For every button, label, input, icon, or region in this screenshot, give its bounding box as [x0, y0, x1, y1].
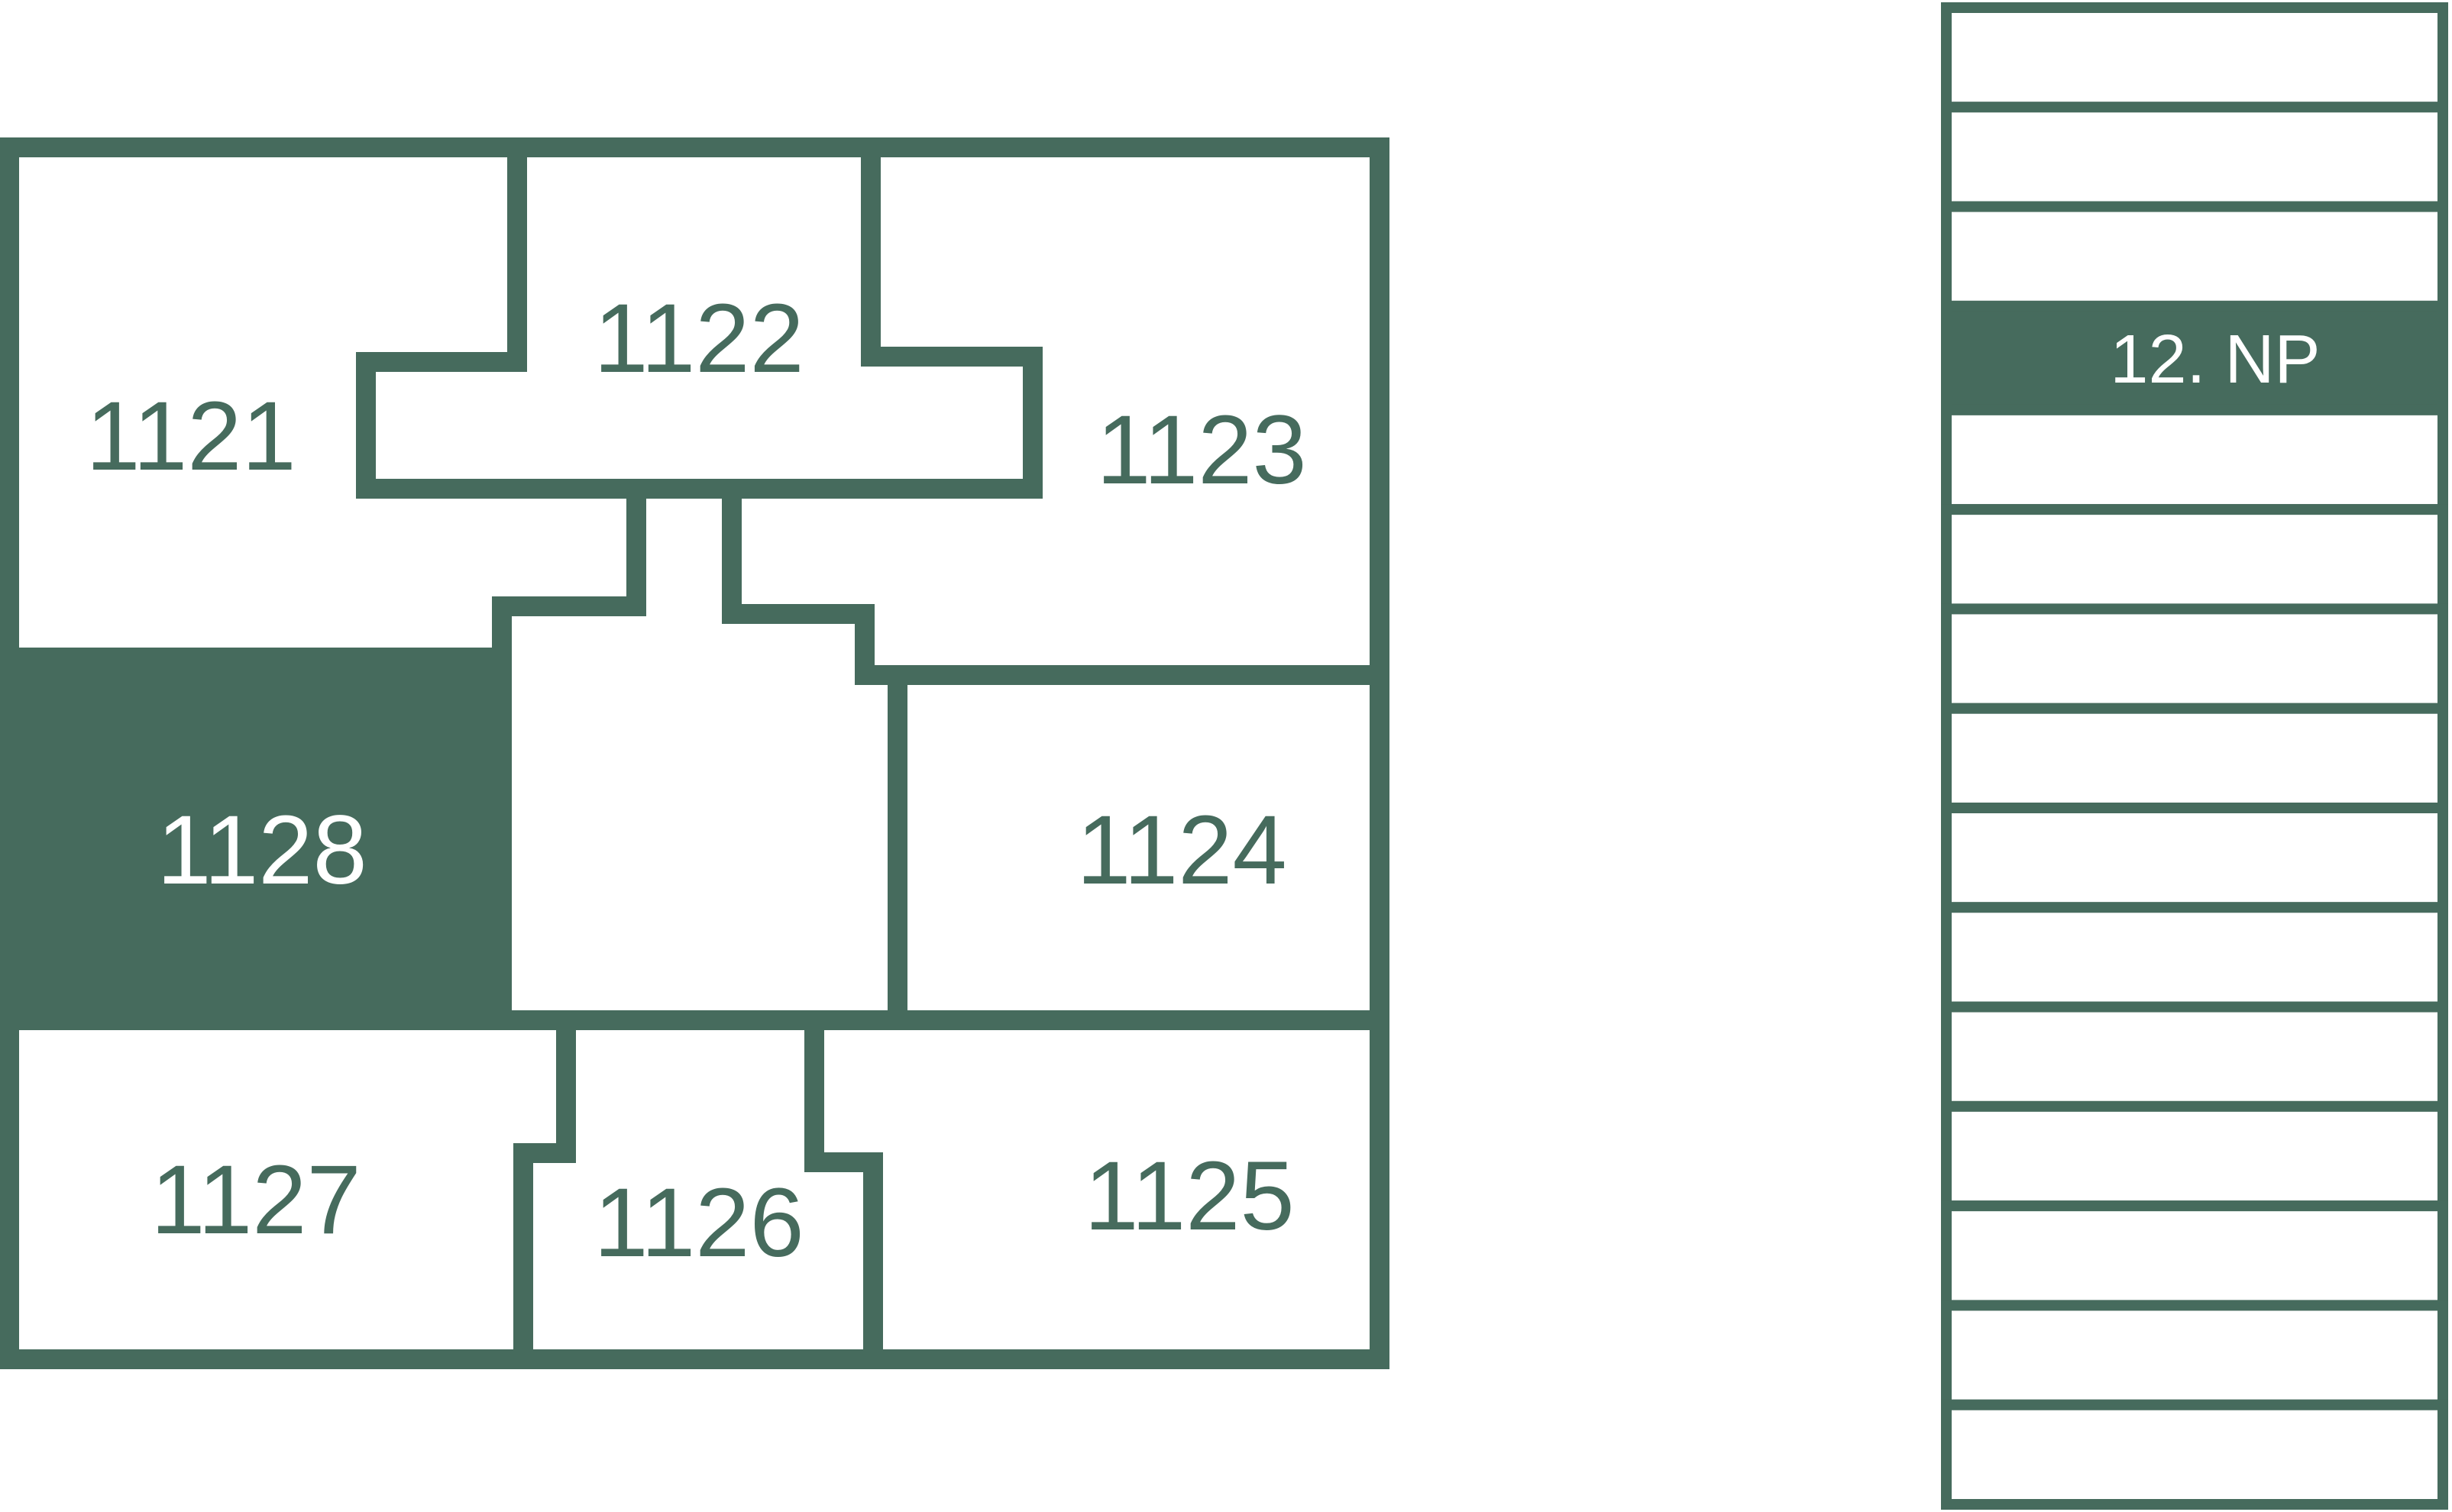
wall-1127-1126 — [513, 1020, 576, 1359]
floor-band[interactable] — [1941, 1200, 2448, 1311]
unit-label-1127[interactable]: 1127 — [150, 1145, 361, 1255]
floor-band[interactable] — [1941, 902, 2448, 1013]
wall-corridor-left — [492, 489, 646, 657]
floor-band[interactable] — [1941, 2, 2448, 113]
selected-floor-label[interactable]: 12. NP — [2110, 321, 2320, 398]
wall-corridor-right — [722, 489, 1380, 685]
unit-label-1128[interactable]: 1128 — [157, 796, 367, 905]
floor-band[interactable] — [1941, 803, 2448, 913]
wall-1121-1122 — [356, 147, 1043, 499]
floor-band[interactable] — [1941, 504, 2448, 615]
floor-band[interactable] — [1941, 1399, 2448, 1510]
unit-label-1126[interactable]: 1126 — [594, 1168, 804, 1278]
floor-band[interactable] — [1941, 603, 2448, 714]
floor-band[interactable] — [1941, 1001, 2448, 1112]
floor-band[interactable] — [1941, 201, 2448, 312]
floor-plan: 1121 1122 1123 1128 1124 1127 1126 1125 — [0, 137, 1389, 1369]
unit-label-1122[interactable]: 1122 — [594, 284, 804, 393]
floor-band[interactable] — [1941, 102, 2448, 212]
floor-selector — [1941, 2, 2448, 1510]
floor-band[interactable] — [1941, 404, 2448, 515]
floor-band[interactable] — [1941, 703, 2448, 814]
floor-band[interactable] — [1941, 1300, 2448, 1410]
building-outline — [0, 137, 1389, 1369]
unit-1128-fill[interactable] — [9, 657, 505, 1020]
floor-band[interactable] — [1941, 1100, 2448, 1212]
unit-label-1123[interactable]: 1123 — [1096, 396, 1306, 505]
unit-label-1124[interactable]: 1124 — [1076, 796, 1286, 905]
unit-label-1125[interactable]: 1125 — [1084, 1142, 1294, 1251]
wall-1126-1125 — [804, 1020, 883, 1359]
unit-label-1121[interactable]: 1121 — [86, 382, 296, 491]
